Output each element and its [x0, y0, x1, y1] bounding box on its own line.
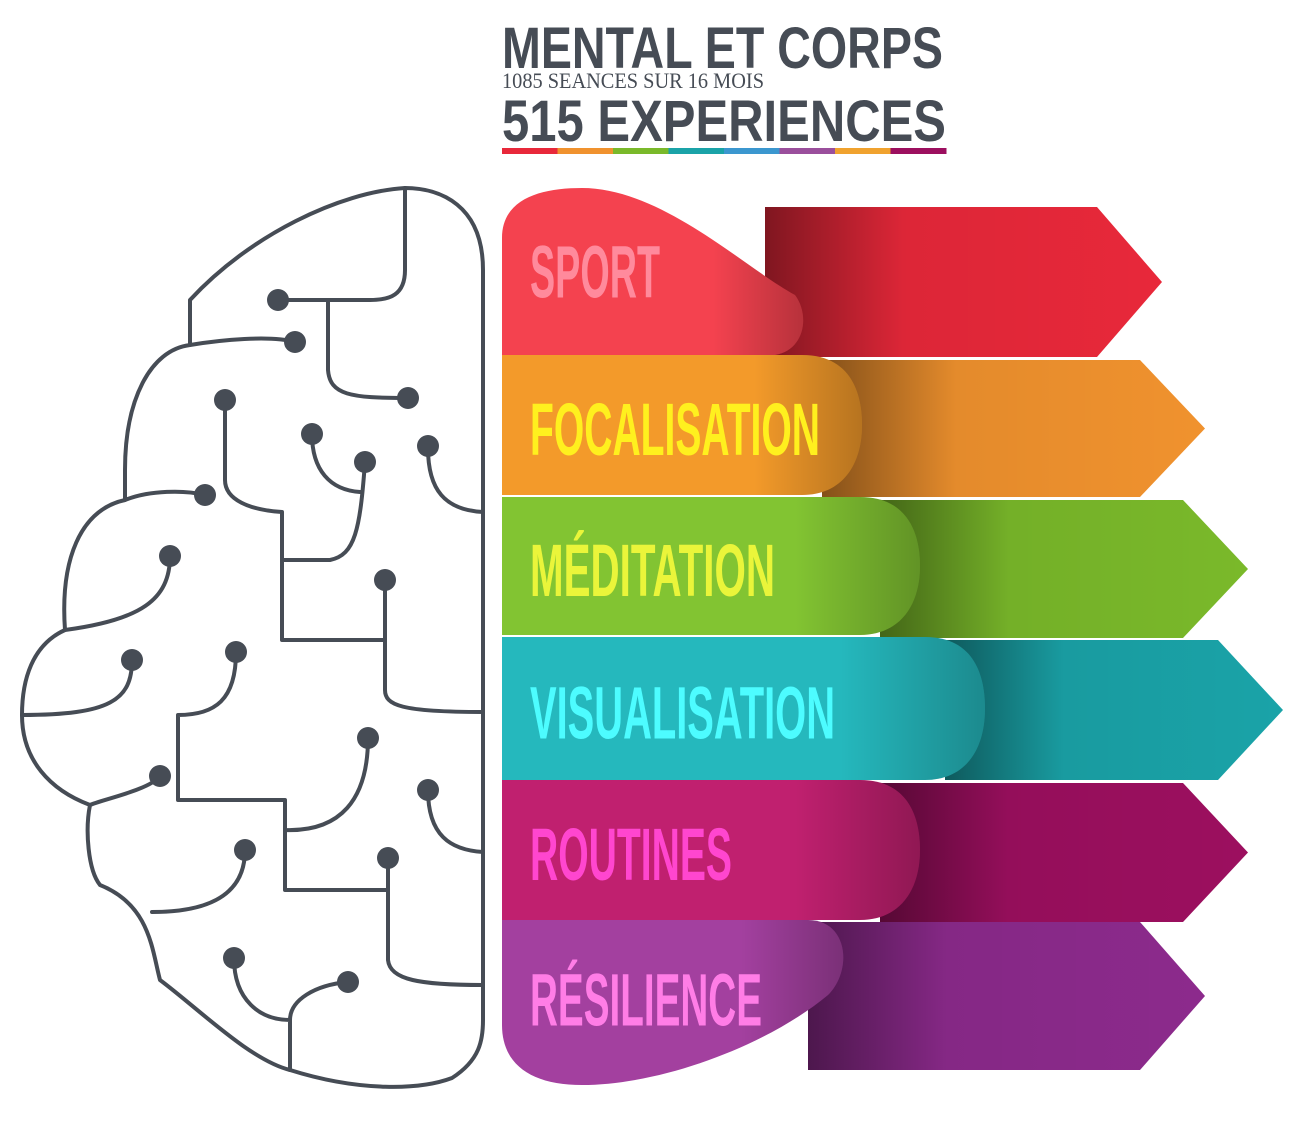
band-arrow-2 [880, 500, 1248, 638]
band-arrow-3 [945, 640, 1283, 780]
band-tab-0: SPORT [502, 188, 804, 355]
header: MENTAL ET CORPS 1085 SEANCES SUR 16 MOIS… [502, 16, 947, 154]
band-arrow-5 [808, 922, 1205, 1070]
band-label: MÉDITATION [530, 529, 775, 612]
rule-segment [557, 148, 614, 154]
headline: 515 EXPERIENCES [502, 89, 946, 154]
subtitle: 1085 SEANCES SUR 16 MOIS [502, 68, 764, 93]
rule-segment [890, 148, 947, 154]
band-tab-1: FOCALISATION [502, 355, 862, 495]
rule-segment [835, 148, 891, 154]
category-bands: SPORT FOCALISATION MÉDITATION VISUALISATION… [502, 188, 1283, 1085]
rule-segment [724, 148, 780, 154]
rule-segment [668, 148, 725, 154]
title: MENTAL ET CORPS [502, 16, 943, 81]
rule-segment [613, 148, 669, 154]
rule-segment [502, 148, 558, 154]
band-label: FOCALISATION [530, 388, 820, 471]
band-tab-5: RÉSILIENCE [502, 920, 844, 1085]
band-label: RÉSILIENCE [530, 959, 762, 1042]
band-tab-2: MÉDITATION [502, 497, 920, 635]
band-arrow-0 [765, 207, 1162, 357]
brain-circuit-icon [20, 186, 485, 1089]
rule-segment [779, 148, 836, 154]
band-tab-4: ROUTINES [502, 780, 920, 920]
band-label: SPORT [530, 231, 660, 314]
band-arrow-4 [880, 783, 1248, 922]
band-arrow-1 [822, 360, 1205, 497]
band-label: ROUTINES [530, 813, 732, 896]
band-tab-3: VISUALISATION [502, 637, 985, 780]
color-rule [502, 148, 947, 154]
band-label: VISUALISATION [530, 672, 835, 755]
